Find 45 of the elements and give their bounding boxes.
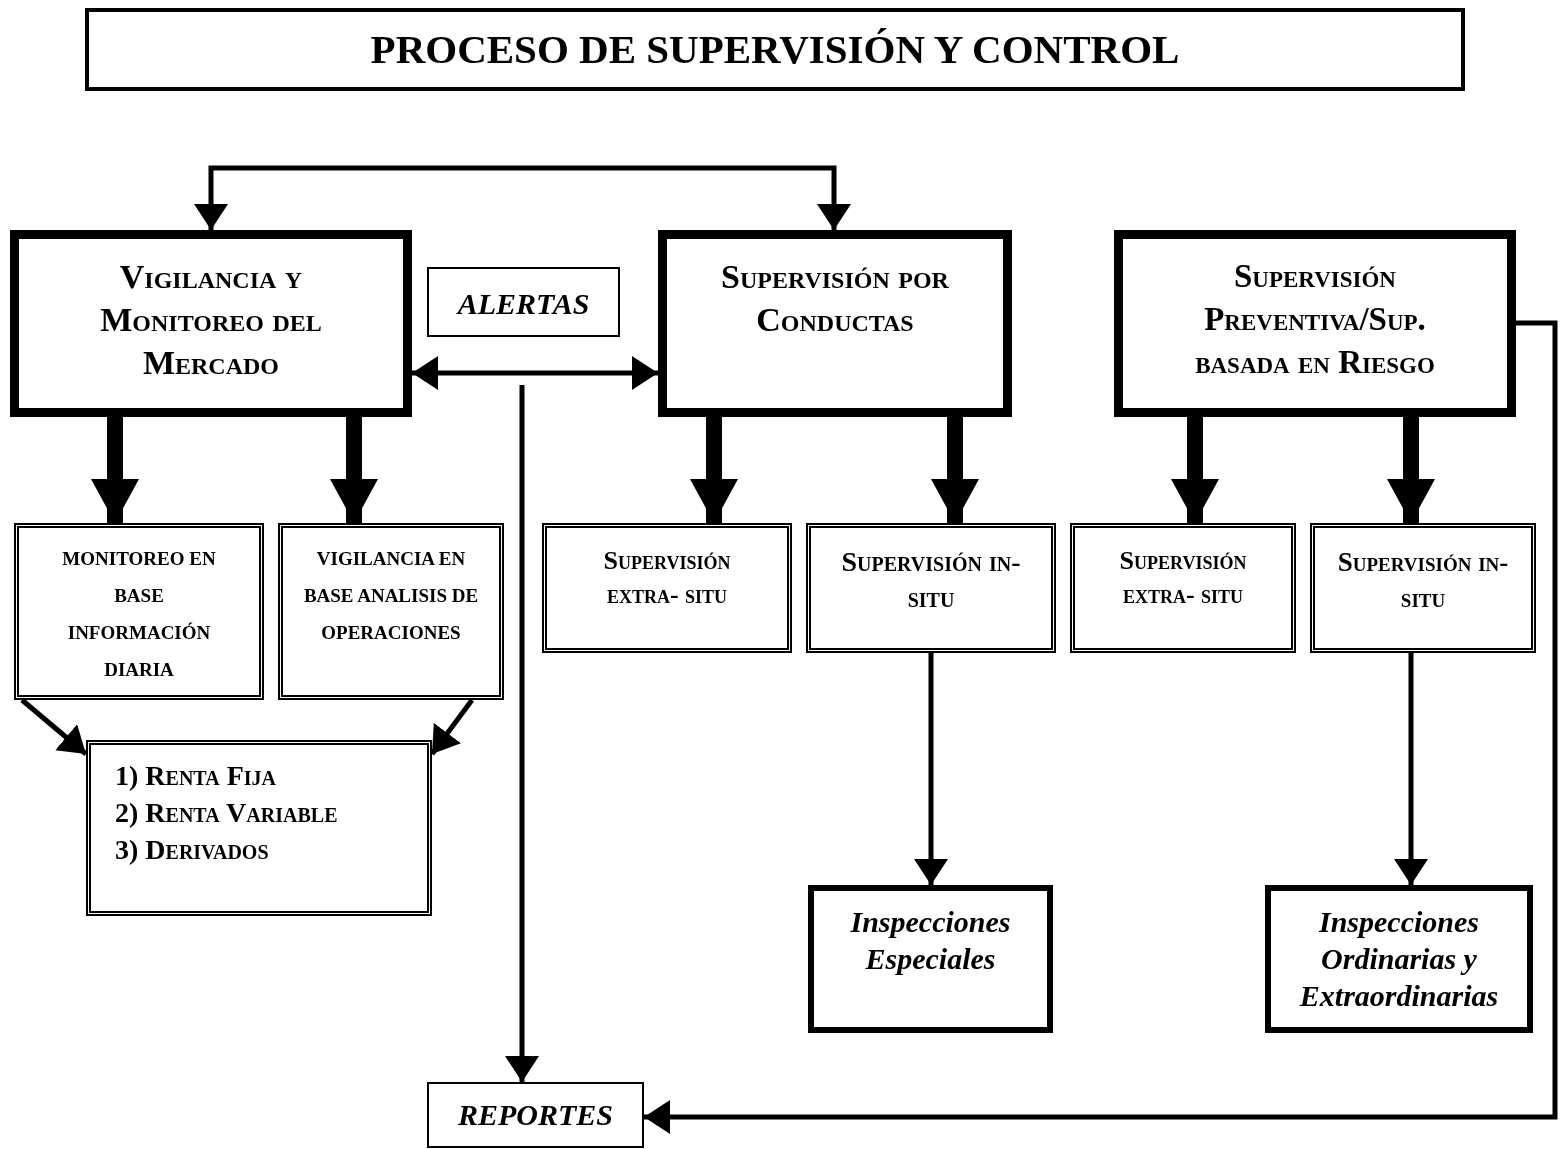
box-label: 2) Renta Variable <box>115 796 338 830</box>
result-box <box>1265 885 1533 1033</box>
box-label: Supervisión extra- situ <box>1118 545 1248 611</box>
arrow <box>194 165 851 230</box>
box-label: VIGILANCIA EN BASE ANALISIS DE OPERACIONES <box>302 547 480 645</box>
box-label: REPORTES <box>457 1097 613 1133</box>
box-label: Supervisión in- situ <box>840 545 1022 615</box>
box-label: Supervisión extra- situ <box>602 545 732 611</box>
box-label: Inspecciones Ordinarias y Extraordinarias <box>1298 904 1500 1014</box>
process-box <box>10 230 412 417</box>
box-label: Supervisión in-situ <box>1336 546 1510 615</box>
box-label: 1) Renta Fija <box>115 759 276 793</box>
arrow <box>1394 653 1428 885</box>
box-label: MONITOREO EN BASE INFORMACIÓN DIARIA <box>61 547 217 682</box>
arrow <box>931 417 979 523</box>
arrow <box>1171 417 1219 523</box>
arrow <box>430 698 474 756</box>
label-box <box>427 1082 644 1148</box>
arrow <box>20 698 88 756</box>
arrow <box>91 417 139 523</box>
arrow <box>330 417 378 523</box>
box-label: Inspecciones Especiales <box>849 904 1012 977</box>
title-banner: PROCESO DE SUPERVISIÓN Y CONTROL <box>85 8 1465 91</box>
process-box <box>1114 230 1516 417</box>
sub-process-box <box>542 523 792 653</box>
sub-process-box <box>14 523 264 700</box>
sub-process-box <box>1070 523 1296 653</box>
box-label: Supervisión por Conductas <box>720 257 950 340</box>
arrow <box>644 320 1558 1134</box>
sub-process-box <box>278 523 504 700</box>
label-box <box>427 267 620 337</box>
arrow <box>505 385 539 1082</box>
box-label: 3) Derivados <box>115 833 269 867</box>
sub-process-box <box>86 740 432 916</box>
box-label: ALERTAS <box>457 286 590 322</box>
result-box <box>808 885 1053 1033</box>
sub-process-box <box>806 523 1056 653</box>
box-label: Supervisión Preventiva/Sup. basada en Riesgo <box>1194 257 1436 382</box>
arrow <box>1387 417 1435 523</box>
box-label: Vigilancia y Monitoreo del Mercado <box>99 257 323 383</box>
arrow <box>914 653 948 885</box>
arrow <box>412 356 658 390</box>
arrow <box>690 417 738 523</box>
sub-process-box <box>1310 523 1536 653</box>
process-box <box>658 230 1012 417</box>
